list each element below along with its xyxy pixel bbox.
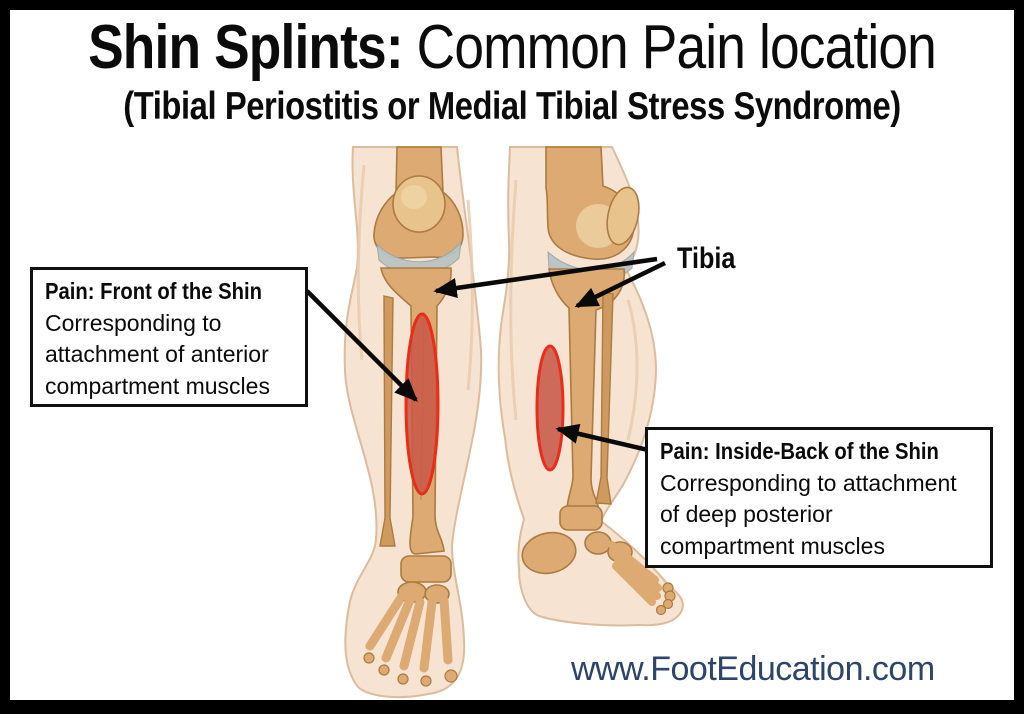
right-patella-bone (606, 186, 640, 246)
pain-area-inside-back-shin (535, 344, 565, 472)
inside-back-callout-heading: Pain: Inside-Back of the Shin (660, 438, 939, 464)
front-shin-callout-heading: Pain: Front of the Shin (45, 278, 263, 304)
tibia-arrow-to-left-leg (433, 256, 658, 299)
front-shin-callout-line: attachment of anterior (45, 341, 269, 367)
inside-back-callout-line: of deep posterior (660, 501, 833, 527)
website-url: www.FootEducation.com (571, 650, 935, 688)
page-subtitle: (Tibial Periostitis or Medial Tibial Str… (123, 85, 901, 128)
left-foot-bones (363, 555, 458, 687)
front-shin-callout-arrow (305, 289, 418, 402)
front-shin-callout-box: Pain: Front of the Shin Corresponding to… (30, 267, 308, 407)
right-leg-side-view (497, 146, 684, 627)
right-foot-bones (521, 505, 676, 616)
inside-back-callout-line: Corresponding to attachment (660, 469, 957, 496)
inside-back-callout-line: compartment muscles (660, 532, 885, 559)
heel-bone (521, 531, 577, 575)
page-title-bold: Shin Splints: (88, 13, 404, 82)
left-fibula-bone (379, 295, 396, 547)
inside-back-callout-box: Pain: Inside-Back of the Shin Correspond… (645, 427, 993, 568)
tibia-arrow-to-right-leg (574, 260, 666, 309)
page-title-regular: Common Pain location (402, 13, 937, 82)
left-leg-front-view (343, 146, 483, 699)
right-fibula-bone (595, 291, 614, 505)
page-title: Shin Splints: Common Pain location (72, 12, 953, 83)
pain-area-front-shin (404, 312, 440, 496)
front-shin-callout-line: Corresponding to (45, 309, 222, 336)
front-shin-callout-line: compartment muscles (45, 372, 270, 399)
inside-back-callout-arrow (555, 423, 649, 453)
tibia-label: Tibia (677, 242, 736, 275)
